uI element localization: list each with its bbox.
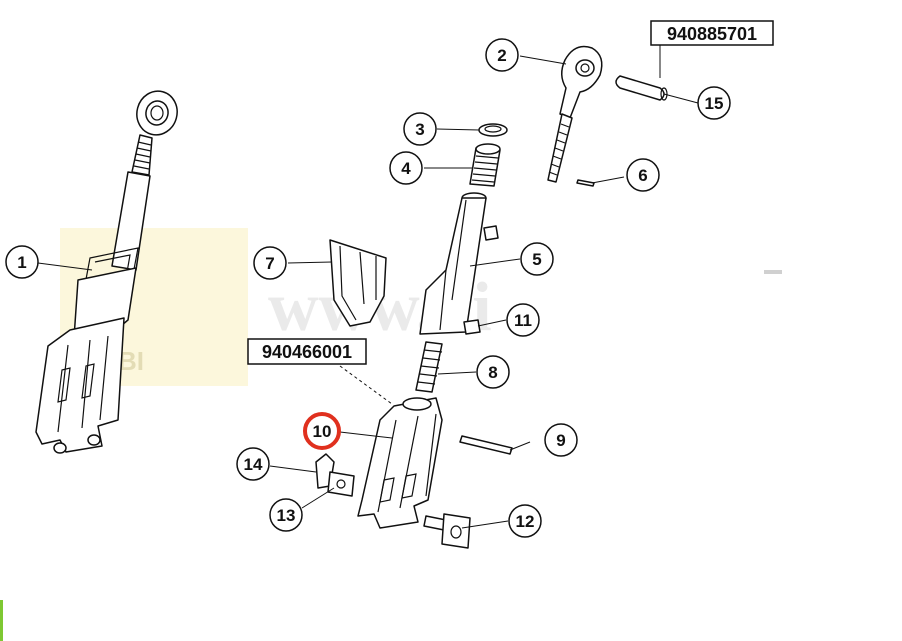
part-number-box-middle: 940466001 [247, 338, 367, 365]
callout-6: 6 [626, 158, 660, 192]
part-6-small-pin [576, 179, 595, 187]
callout-8: 8 [476, 355, 510, 389]
watermark-dash [764, 270, 782, 274]
svg-text:4: 4 [401, 159, 411, 178]
part-7-bracket [329, 239, 387, 327]
svg-text:1: 1 [17, 253, 26, 272]
svg-text:7: 7 [265, 254, 274, 273]
svg-text:9: 9 [556, 431, 565, 450]
part-12-stud [423, 513, 471, 549]
svg-text:8: 8 [488, 363, 497, 382]
svg-text:13: 13 [277, 506, 296, 525]
part-10-housing [357, 397, 443, 529]
callout-15: 15 [697, 86, 731, 120]
part-1-top-link-assembly [35, 90, 178, 454]
callout-1: 1 [5, 245, 39, 279]
watermark: BI www.bi [60, 228, 782, 386]
callout-12: 12 [508, 504, 542, 538]
callout-5: 5 [520, 242, 554, 276]
callout-14: 14 [236, 447, 270, 481]
svg-text:12: 12 [516, 512, 535, 531]
part-4-bushing [469, 143, 501, 187]
part-number-box-top-right: 940885701 [650, 20, 774, 46]
callout-11: 11 [506, 303, 540, 337]
part-15-pin [615, 75, 668, 101]
svg-text:11: 11 [514, 311, 532, 330]
leader-lines [37, 44, 699, 529]
svg-text:3: 3 [415, 120, 424, 139]
callout-10: 10 [303, 412, 341, 450]
part-11-bolt [463, 225, 499, 335]
part-number-middle: 940466001 [262, 342, 352, 362]
part-2-rod-end [547, 45, 603, 183]
callout-9: 9 [544, 423, 578, 457]
part-9-pin [459, 435, 513, 455]
callout-3: 3 [403, 112, 437, 146]
callout-13: 13 [269, 498, 303, 532]
callout-4: 4 [389, 151, 423, 185]
left-edge-bar [0, 600, 3, 641]
svg-text:5: 5 [532, 250, 541, 269]
part-8-spring [415, 341, 443, 393]
part-3-ring [478, 123, 508, 137]
callout-2: 2 [485, 38, 519, 72]
svg-text:6: 6 [638, 166, 647, 185]
part-5-sleeve [419, 192, 487, 335]
svg-text:10: 10 [313, 422, 332, 441]
svg-text:2: 2 [497, 46, 506, 65]
svg-text:14: 14 [244, 455, 263, 474]
part-13-square-nut [327, 471, 355, 497]
part-number-top-right: 940885701 [667, 24, 757, 44]
svg-text:15: 15 [705, 94, 724, 113]
callout-7: 7 [253, 246, 287, 280]
